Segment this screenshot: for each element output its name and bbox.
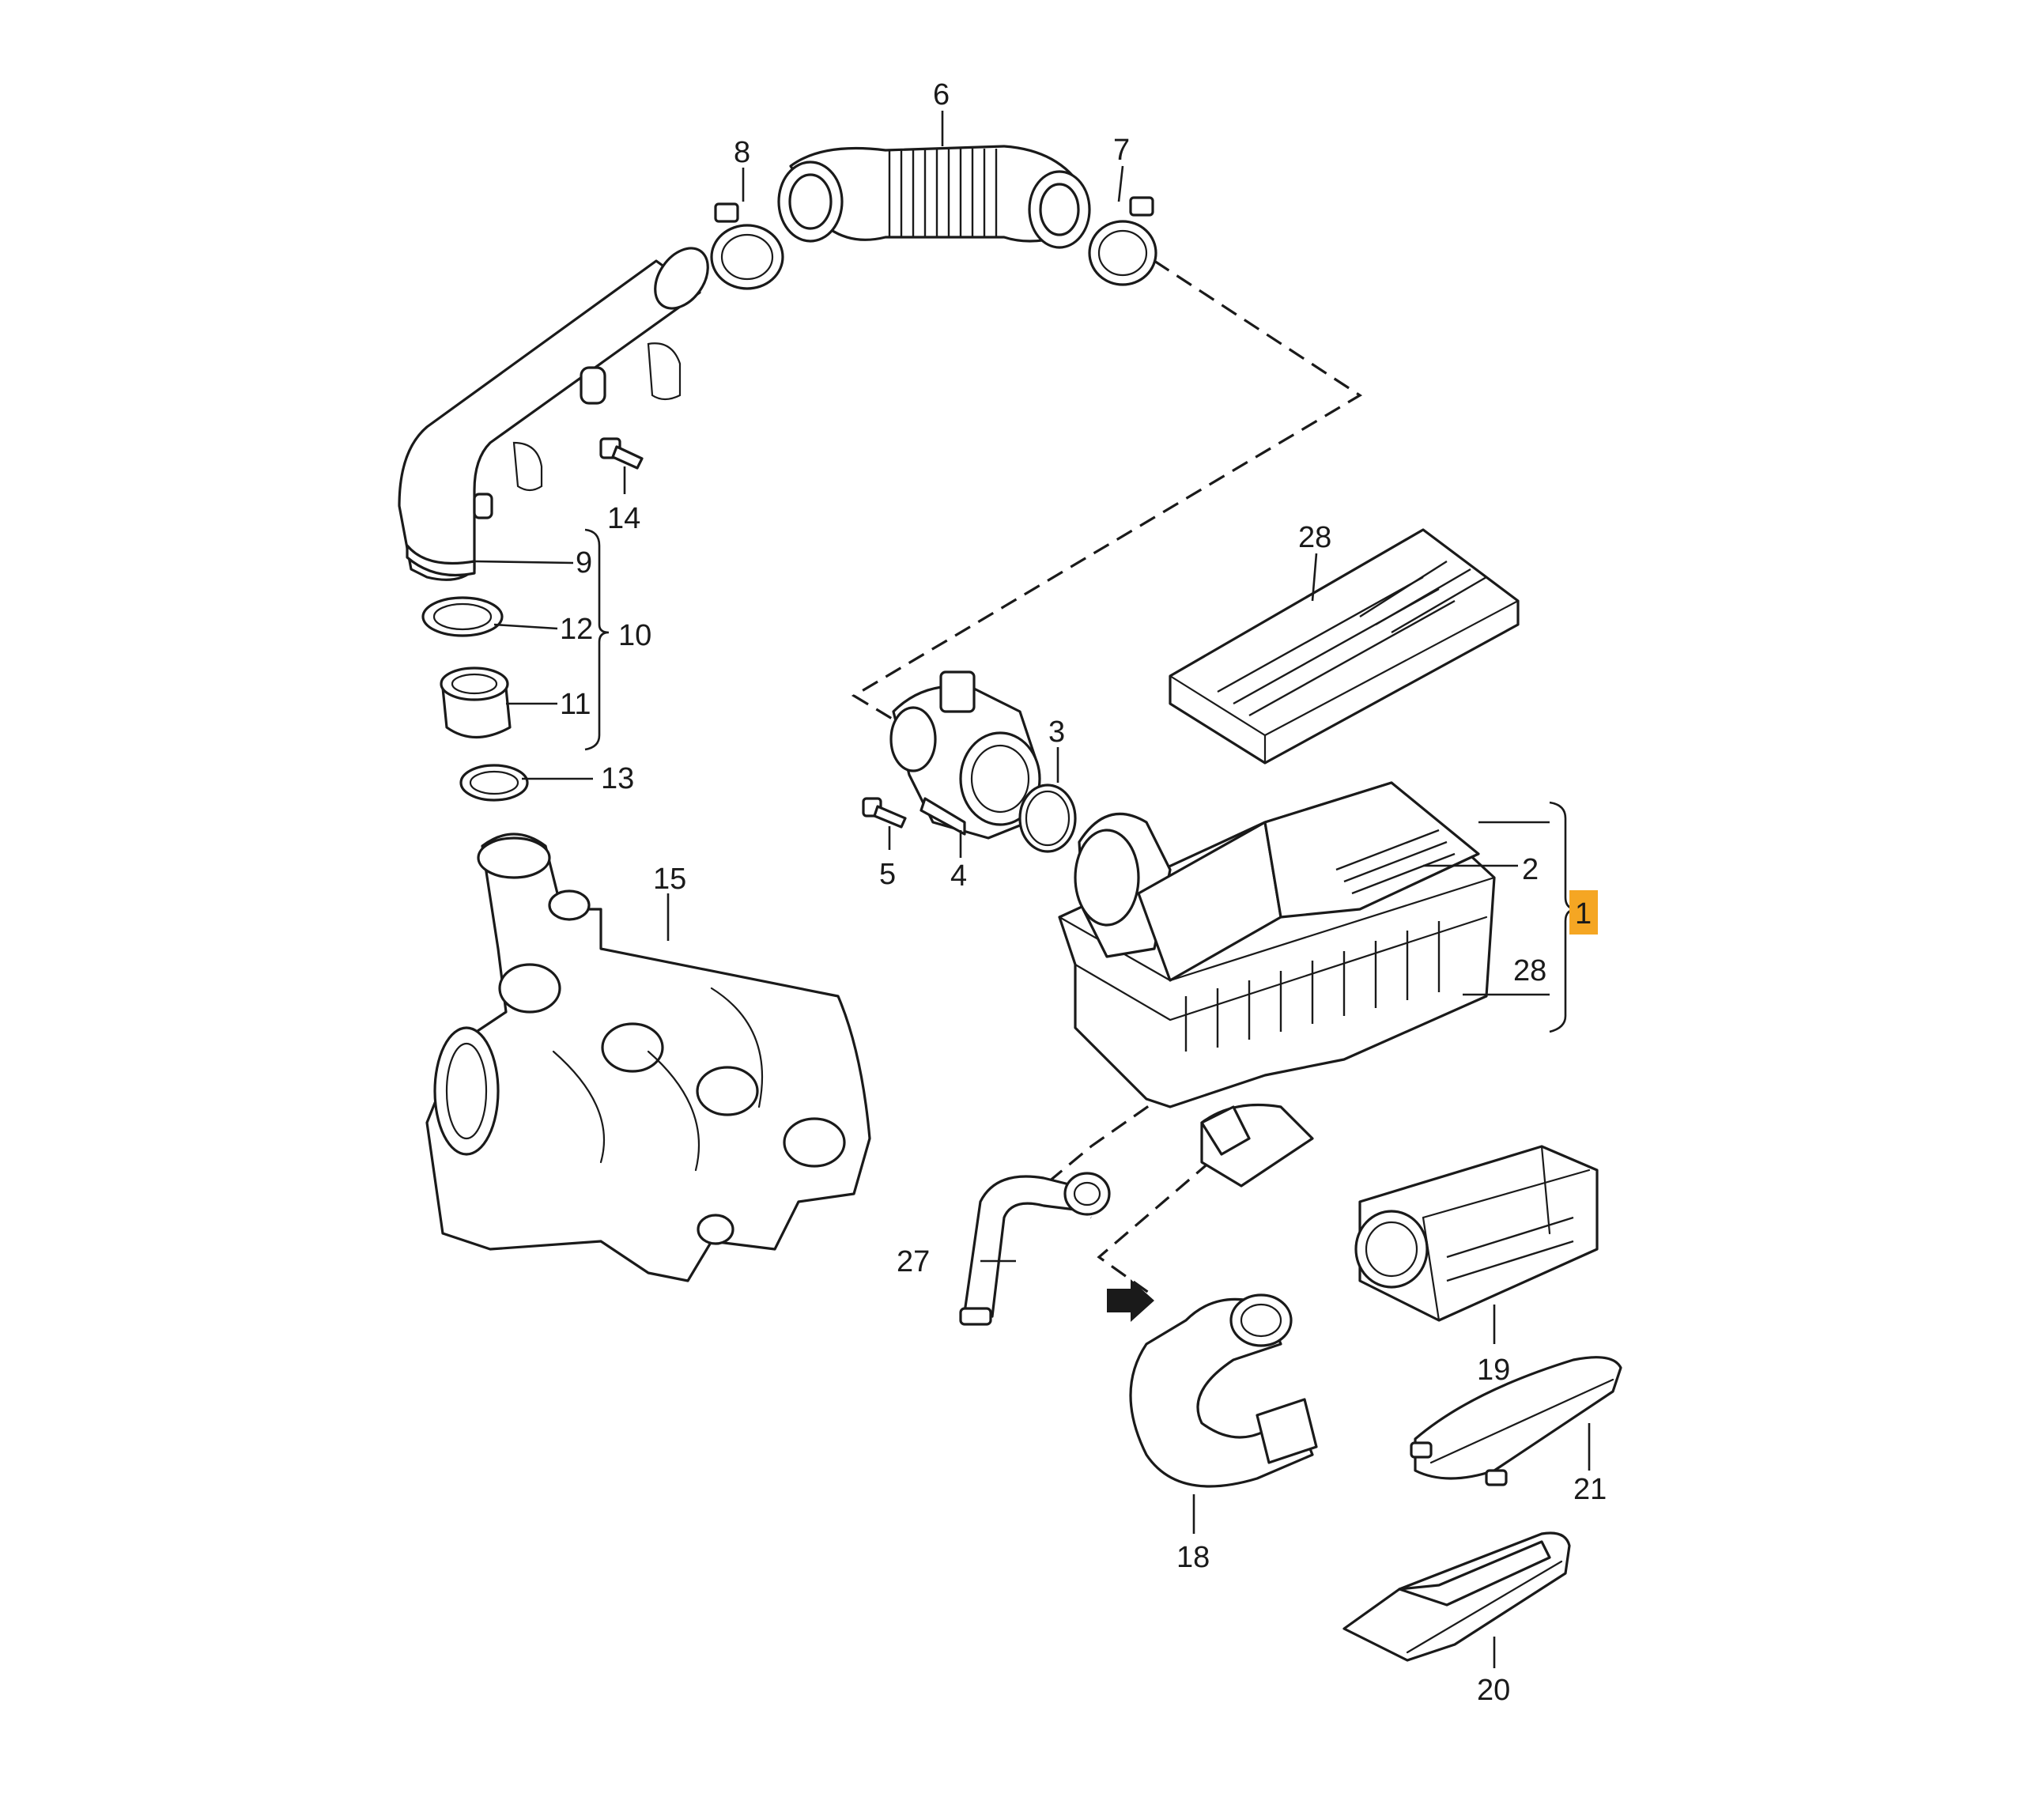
callout-label: 27: [897, 1245, 930, 1278]
callout-label: 8: [734, 136, 750, 169]
callout-label: 13: [601, 762, 634, 795]
part-1-air-filter-housing: [1058, 781, 1496, 1188]
callout-labels: 1 2 3 4 5 6 7 8 9 10 11 12 13 14 15 18 1…: [560, 78, 1607, 1707]
part-4-maf-sensor: [889, 670, 1041, 840]
part-27-breather-hose: [959, 1172, 1111, 1326]
callout-1-highlight: [1569, 890, 1598, 935]
part-21-cover: [1410, 1356, 1622, 1486]
part-20-air-guide: [1342, 1531, 1571, 1662]
dashed-connection-lines: [851, 259, 1363, 1298]
direction-arrow: [1107, 1279, 1154, 1322]
callout-label: 2: [1522, 853, 1539, 886]
callout-label: 20: [1477, 1674, 1510, 1707]
part-13-clamp: [459, 764, 529, 802]
callout-label: 21: [1573, 1473, 1607, 1506]
part-15-turbo-manifold: [425, 833, 871, 1282]
callout-label: 18: [1176, 1541, 1210, 1574]
part-18-air-duct: [1129, 1293, 1318, 1488]
callout-label: 7: [1113, 134, 1130, 167]
leader-lines: [474, 111, 1591, 1668]
part-19-intake-snorkel: [1354, 1145, 1599, 1322]
part-9-intake-pipe: [398, 247, 709, 581]
callout-label: 1: [1575, 897, 1592, 931]
part-5-bolt: [862, 797, 907, 829]
part-8-hose-clamp: [710, 202, 784, 290]
callout-label: 12: [560, 613, 593, 646]
part-3-o-ring: [1018, 784, 1077, 853]
callout-label: 14: [607, 502, 640, 535]
callout-label: 3: [1048, 716, 1065, 749]
part-28-air-filter-element: [1169, 528, 1520, 765]
callout-label: 9: [576, 546, 592, 580]
part-11-sleeve: [440, 666, 512, 739]
callout-label: 11: [560, 688, 591, 721]
part-7-hose-clamp: [1088, 196, 1157, 286]
callout-label: 6: [933, 78, 950, 111]
callout-label: 4: [950, 859, 967, 893]
part-12-clamp: [421, 596, 504, 637]
callout-label: 10: [618, 619, 651, 652]
part-14-bolt: [599, 437, 644, 470]
part-6-corrugated-hose: [777, 145, 1091, 249]
callout-label: 5: [879, 858, 896, 891]
callout-label: 28: [1513, 954, 1546, 987]
callout-label: 15: [653, 863, 686, 896]
callout-label: 28: [1298, 521, 1331, 554]
callout-label: 19: [1477, 1354, 1510, 1387]
